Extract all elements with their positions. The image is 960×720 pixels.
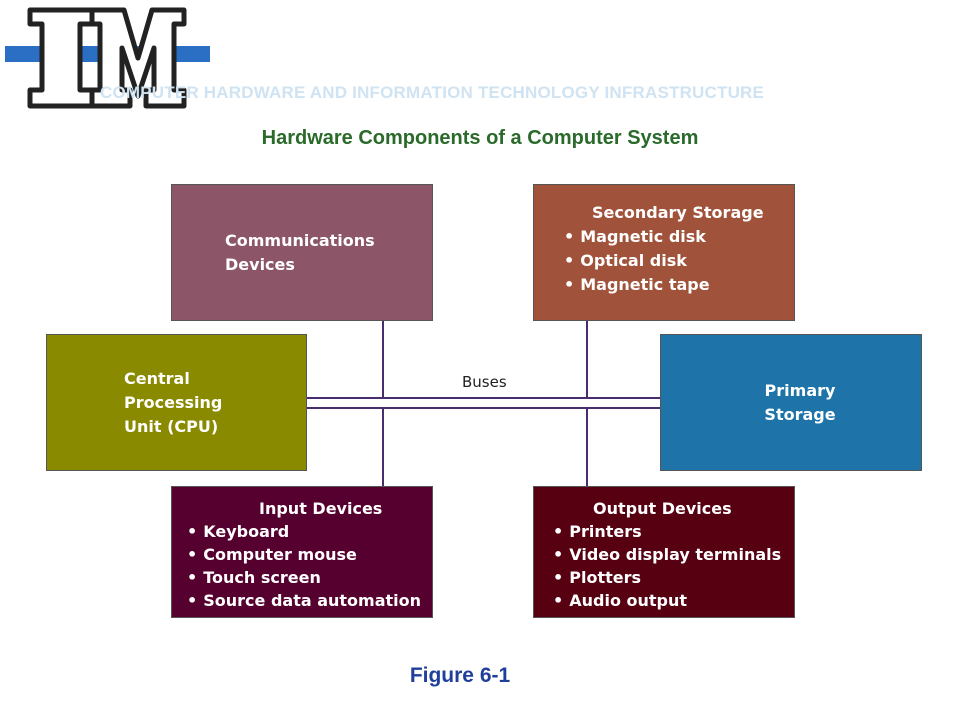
list-item: Touch screen xyxy=(187,566,432,589)
figure-label: Figure 6-1 xyxy=(409,664,511,687)
output-devices-title: Output Devices xyxy=(593,499,732,518)
input-devices-title: Input Devices xyxy=(259,499,383,518)
secondary-storage-box: Secondary Storage Magnetic disk Optical … xyxy=(533,184,795,321)
cpu-box: Central Processing Unit (CPU) xyxy=(46,334,307,471)
communications-devices-title: Communications Devices xyxy=(225,231,375,274)
list-item: Optical disk xyxy=(564,249,794,273)
input-devices-list: Keyboard Computer mouse Touch screen Sou… xyxy=(187,520,432,612)
list-item: Keyboard xyxy=(187,520,432,543)
list-item: Source data automation xyxy=(187,589,432,612)
list-item: Magnetic tape xyxy=(564,273,794,297)
buses-label: Buses xyxy=(462,373,507,391)
list-item: Video display terminals xyxy=(553,543,794,566)
communications-devices-box: Communications Devices xyxy=(171,184,433,321)
output-devices-box: Output Devices Printers Video display te… xyxy=(533,486,795,618)
output-devices-list: Printers Video display terminals Plotter… xyxy=(553,520,794,612)
secondary-storage-list: Magnetic disk Optical disk Magnetic tape xyxy=(564,225,794,297)
cpu-title: Central Processing Unit (CPU) xyxy=(124,369,223,436)
primary-storage-box: Primary Storage xyxy=(660,334,922,471)
list-item: Printers xyxy=(553,520,794,543)
secondary-storage-title: Secondary Storage xyxy=(592,203,764,222)
list-item: Computer mouse xyxy=(187,543,432,566)
diagram-title: Hardware Components of a Computer System xyxy=(261,127,699,149)
list-item: Magnetic disk xyxy=(564,225,794,249)
list-item: Plotters xyxy=(553,566,794,589)
input-devices-box: Input Devices Keyboard Computer mouse To… xyxy=(171,486,433,618)
umi-logo-icon xyxy=(5,7,210,109)
list-item: Audio output xyxy=(553,589,794,612)
header-title: COMPUTER HARDWARE AND INFORMATION TECHNO… xyxy=(100,83,765,102)
primary-storage-title: Primary Storage xyxy=(764,381,836,424)
